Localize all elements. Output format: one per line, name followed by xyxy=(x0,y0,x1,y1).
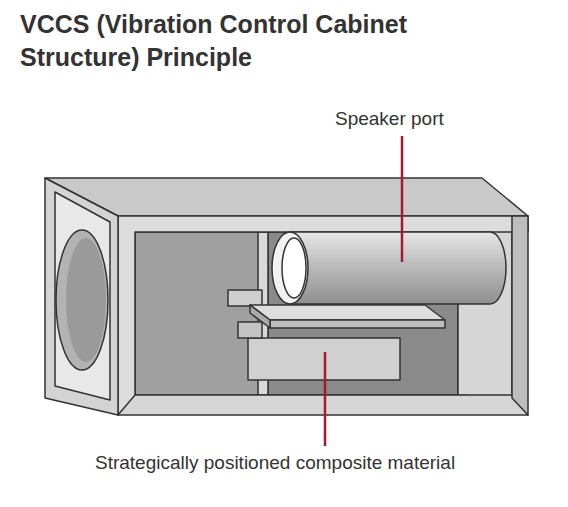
floor xyxy=(118,395,528,415)
composite-shelf xyxy=(250,305,445,320)
top-panel xyxy=(45,178,528,216)
composite-shelf-side xyxy=(250,305,270,328)
port-tube xyxy=(290,232,506,304)
diagram-title: VCCS (Vibration Control Cabinet Structur… xyxy=(20,8,440,73)
speaker-hole xyxy=(56,230,108,370)
leader-line xyxy=(324,352,327,446)
front-edge xyxy=(118,216,528,415)
back-wall xyxy=(118,216,514,398)
left-chamber xyxy=(135,232,260,395)
left-panel-face xyxy=(55,192,110,400)
composite-bracket xyxy=(228,290,262,306)
port-inner xyxy=(282,238,306,298)
part-label: Strategically positioned composite mater… xyxy=(95,452,455,474)
part-label: Speaker port xyxy=(335,108,444,130)
leader-line xyxy=(401,136,404,262)
left-panel xyxy=(45,178,118,415)
composite-tab xyxy=(238,322,262,338)
port-opening xyxy=(272,232,308,304)
composite-shelf-edge xyxy=(270,320,445,328)
speaker-hole-depth xyxy=(66,238,106,362)
right-panel xyxy=(512,216,528,415)
